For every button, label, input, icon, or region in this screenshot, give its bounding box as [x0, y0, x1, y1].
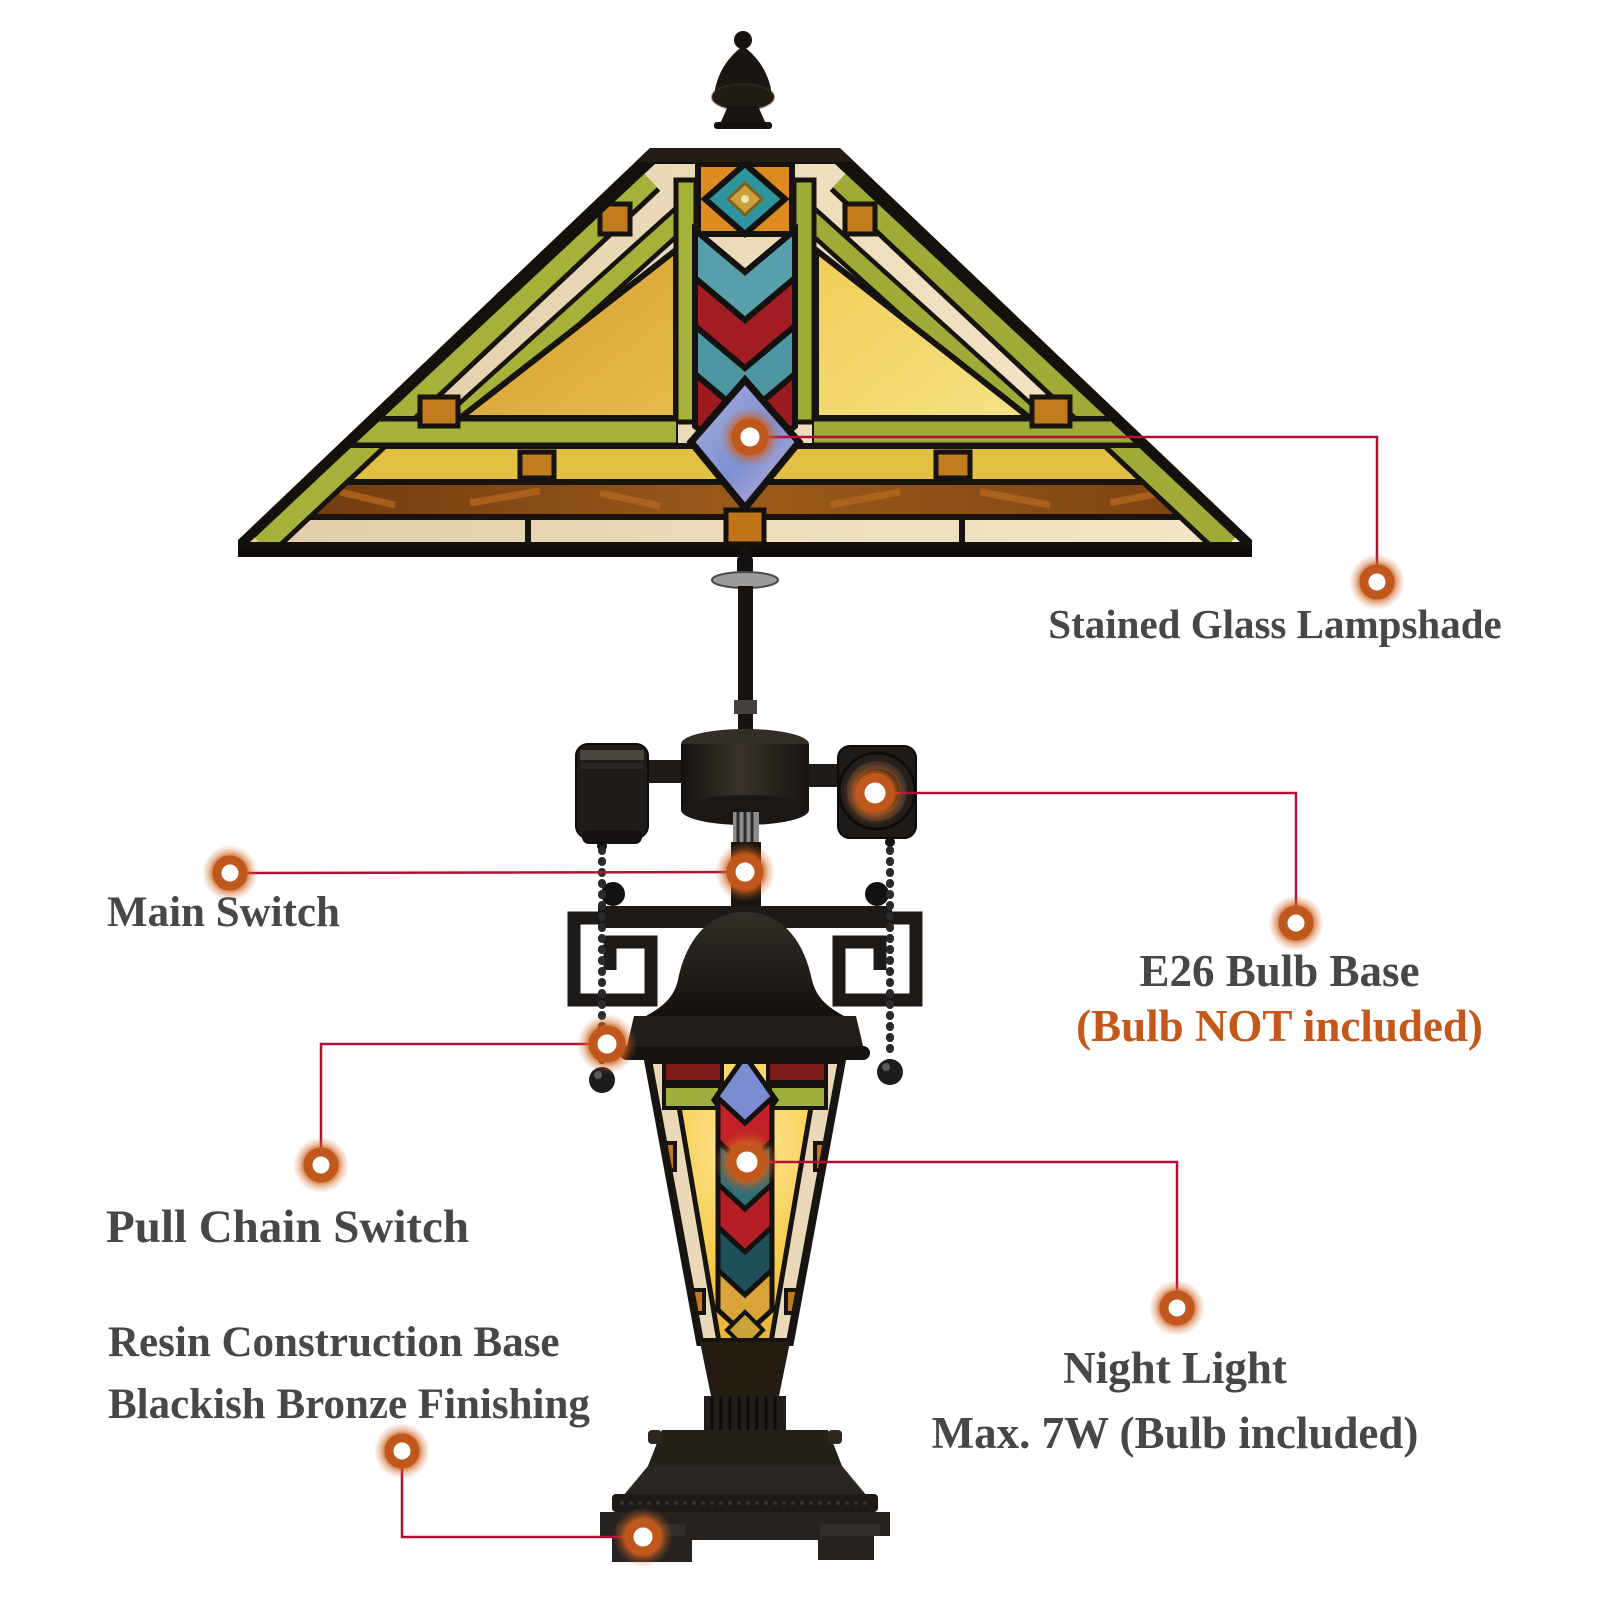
connector-lines: [229, 435, 1379, 1539]
marker-base-label: [374, 1423, 430, 1479]
connector-main-switch: [229, 870, 746, 875]
marker-night-light-target: [715, 1130, 779, 1194]
stepped-base: [600, 1342, 890, 1562]
connector-bulb-base: [875, 791, 1298, 923]
annotation-night-light-label: Night Light Max. 7W (Bulb included): [890, 1336, 1460, 1467]
bulb-base-line: E26 Bulb Base: [1139, 946, 1420, 996]
harp-stud: [737, 556, 753, 574]
annotation-main-switch-label: Main Switch: [107, 889, 340, 936]
annotation-pull-chain-label: Pull Chain Switch: [106, 1201, 470, 1253]
finial: [711, 31, 775, 129]
marker-pull-chain-target: [577, 1014, 637, 1074]
ribbed-collar: [704, 1396, 786, 1430]
night-light-line2: Max. 7W (Bulb included): [931, 1408, 1419, 1459]
stained-glass-lampshade: [238, 148, 1252, 557]
marker-night-light-label: [1149, 1280, 1205, 1336]
base-line1: Resin Construction Base: [108, 1319, 560, 1366]
greek-key-bracket: [567, 882, 923, 1007]
marker-lampshade-label: [1349, 554, 1405, 610]
marker-lampshade-target: [720, 407, 780, 467]
connector-pull-chain: [319, 1042, 607, 1165]
socket-hub: [681, 729, 809, 825]
marker-bulb-base-target: [843, 761, 907, 825]
bell-cap: [620, 912, 870, 1060]
night-light-line1: Night Light: [1063, 1343, 1287, 1393]
marker-base-target: [613, 1507, 673, 1567]
marker-main-switch-target: [715, 842, 775, 902]
night-light-body: [643, 1056, 847, 1346]
marker-main-switch-label: [202, 845, 258, 901]
base-line2: Blackish Bronze Finishing: [108, 1381, 590, 1429]
bulb-base-note: (Bulb NOT included): [1076, 1000, 1483, 1051]
connector-lampshade: [750, 435, 1379, 582]
annotation-base-label: Resin Construction Base Blackish Bronze …: [108, 1312, 590, 1437]
callout-markers: [202, 407, 1405, 1567]
connector-base: [400, 1451, 643, 1539]
annotation-lampshade-label: Stained Glass Lampshade: [1048, 601, 1502, 647]
marker-bulb-base-label: [1268, 895, 1324, 951]
bulb-socket-left: [575, 743, 649, 851]
connector-night-light: [747, 1160, 1179, 1308]
pull-chain-right: [877, 846, 903, 1085]
annotation-bulb-base-label: E26 Bulb Base (Bulb NOT included): [1007, 944, 1552, 1054]
marker-pull-chain-label: [293, 1137, 349, 1193]
support-rod: [738, 586, 753, 736]
